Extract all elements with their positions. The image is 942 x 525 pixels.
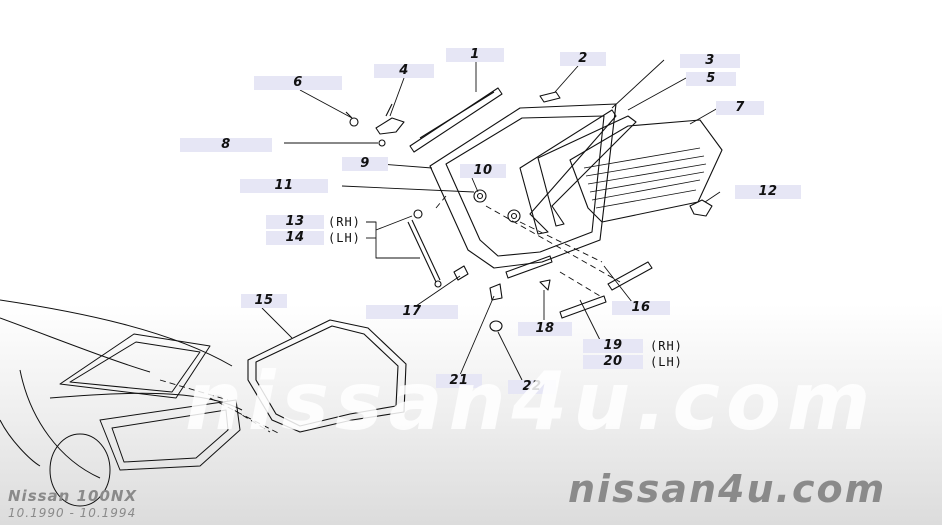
- part-17-bracket: [453, 265, 469, 281]
- model-name: Nissan 100NX: [8, 487, 138, 505]
- part-10-11-grommets: [473, 189, 521, 223]
- leader-lines: [261, 59, 721, 381]
- label-lh-20: (LH): [650, 355, 683, 369]
- callout-8: 8: [180, 138, 272, 152]
- callout-21: 21: [436, 374, 482, 388]
- callout-14: 14: [266, 231, 324, 245]
- callout-15: 15: [241, 294, 287, 308]
- brand-logo-text: nissan4u.com: [568, 467, 887, 511]
- part-18-clip: [539, 279, 551, 291]
- callout-20: 20: [583, 355, 643, 369]
- callout-3: 3: [680, 54, 740, 68]
- part-6-bolt: [345, 111, 359, 127]
- part-15-seal: [247, 319, 407, 433]
- part-8-washer: [378, 139, 386, 147]
- label-rh-19: (RH): [650, 339, 683, 353]
- callout-10: 10: [460, 164, 506, 178]
- part-5-moulding: [537, 115, 637, 227]
- callout-19: 19: [583, 339, 643, 353]
- part-16-garnish: [607, 261, 653, 291]
- part-21-bumper: [489, 283, 503, 301]
- part-12-connector: [689, 199, 713, 217]
- callout-16: 16: [612, 301, 670, 315]
- part-3-moulding: [519, 109, 617, 235]
- label-lh-14: (LH): [328, 231, 361, 245]
- callout-13: 13: [266, 215, 324, 229]
- callout-18: 18: [518, 322, 572, 336]
- callout-9: 9: [342, 157, 388, 171]
- callout-11: 11: [240, 179, 328, 193]
- callout-17: 17: [366, 305, 458, 319]
- callout-12: 12: [735, 185, 801, 199]
- part-2-cap: [539, 91, 561, 103]
- part-13-14-gas-stay: [407, 209, 442, 288]
- callout-7: 7: [716, 101, 764, 115]
- callout-4: 4: [374, 64, 434, 78]
- model-dates: 10.1990 - 10.1994: [8, 506, 137, 520]
- watermark: nissan4u.com: [185, 355, 877, 448]
- car-body: [0, 299, 243, 507]
- part-1-strip: [409, 87, 503, 153]
- part-4-hinge: [375, 103, 405, 135]
- callout-2: 2: [560, 52, 606, 66]
- callout-6: 6: [254, 76, 342, 90]
- part-7-glass: [569, 119, 723, 223]
- callout-1: 1: [446, 48, 504, 62]
- part-19-20-strip: [559, 295, 607, 319]
- part-9-back-door: [429, 103, 617, 269]
- part-22-cap: [489, 320, 503, 332]
- callout-22: 22: [508, 380, 556, 394]
- callout-5: 5: [686, 72, 736, 86]
- label-rh-13: (RH): [328, 215, 361, 229]
